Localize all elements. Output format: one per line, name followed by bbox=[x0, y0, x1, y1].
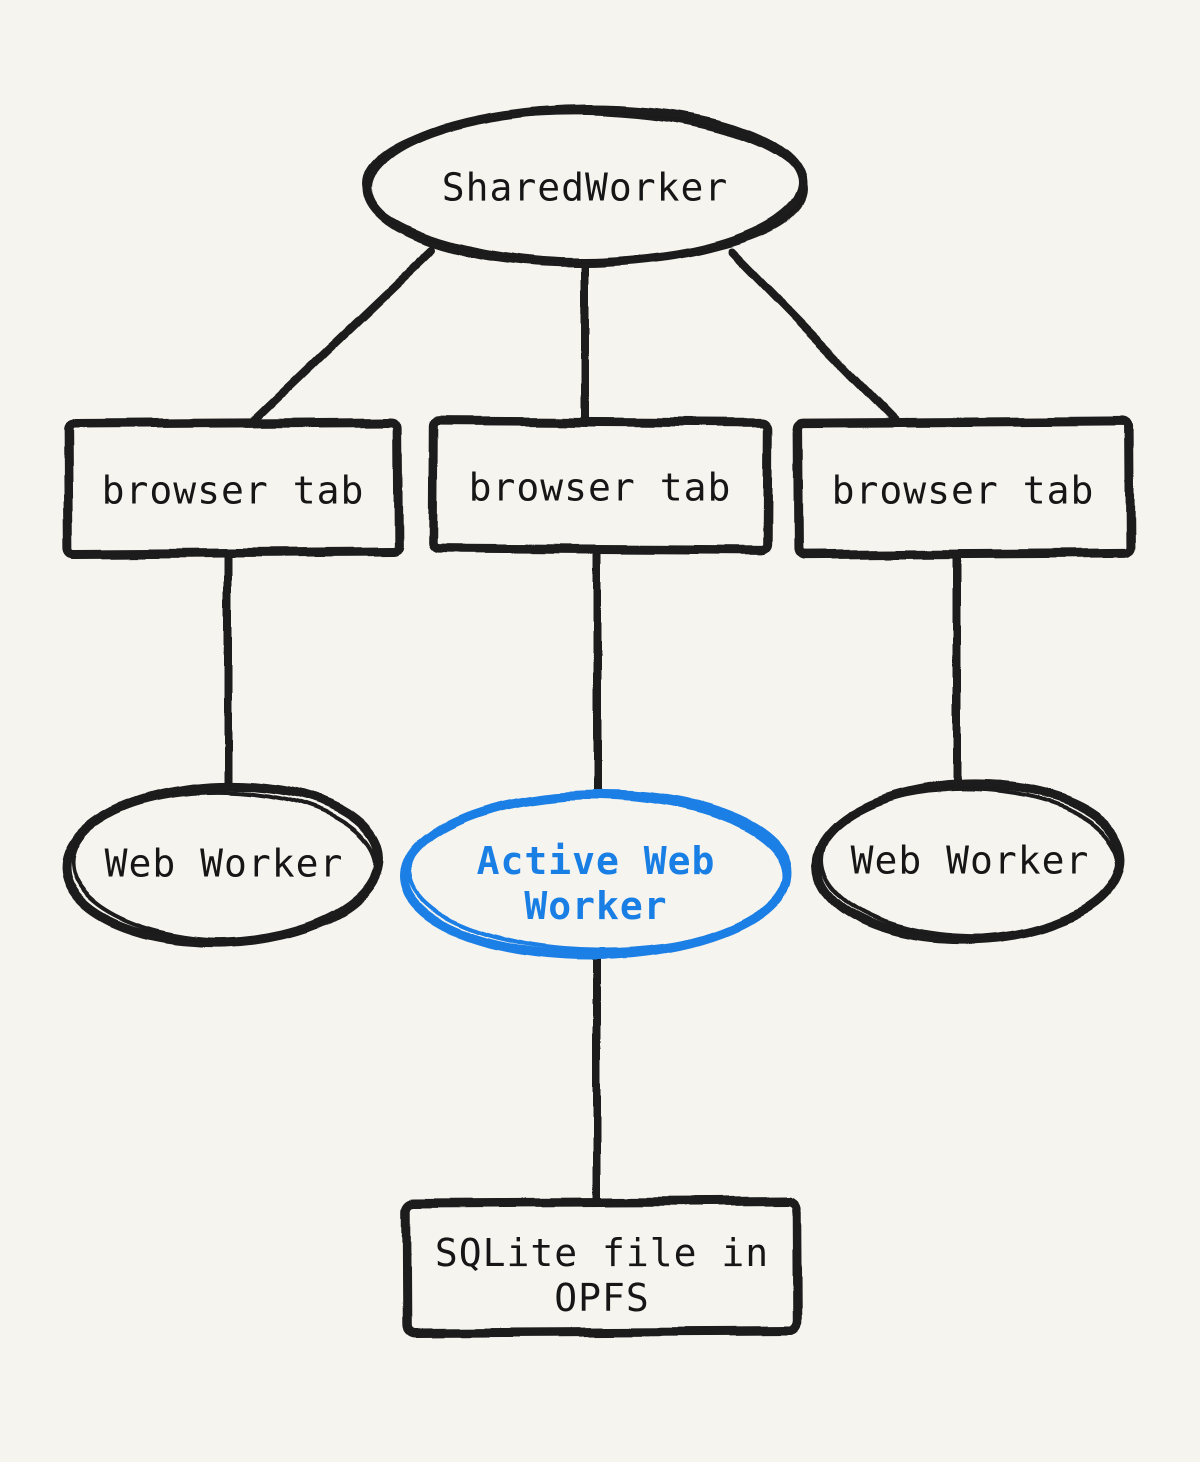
node-label-sharedworker: SharedWorker bbox=[441, 165, 729, 210]
node-browser-tab-1-shape bbox=[63, 417, 403, 559]
node-browser-tab-2-shape bbox=[428, 416, 773, 555]
node-label-browser-tab-2: browser tab bbox=[468, 465, 732, 510]
node-web-worker-2-shape-overstroke bbox=[820, 787, 1120, 939]
edge-sharedworker-tab3 bbox=[727, 248, 903, 428]
node-active-web-worker-shape bbox=[399, 790, 793, 960]
node-sharedworker-shape-overstroke bbox=[363, 110, 807, 264]
node-web-worker-1-shape-overstroke bbox=[70, 789, 378, 943]
node-label-sqlite-file: SQLite file in OPFS bbox=[434, 1231, 770, 1320]
node-sqlite-file-shape bbox=[402, 1196, 802, 1338]
node-web-worker-2-shape bbox=[812, 780, 1126, 944]
node-active-web-worker-shape-overstroke bbox=[407, 795, 787, 953]
node-label-browser-tab-3: browser tab bbox=[831, 468, 1095, 513]
node-browser-tab-3-shape bbox=[793, 416, 1134, 560]
node-label-active-web-worker: Active Web Worker bbox=[476, 839, 716, 928]
edge-sharedworker-tab1 bbox=[246, 246, 436, 428]
node-label-web-worker-1: Web Worker bbox=[104, 841, 344, 886]
node-label-browser-tab-1: browser tab bbox=[101, 468, 365, 513]
node-label-web-worker-2: Web Worker bbox=[850, 838, 1090, 883]
